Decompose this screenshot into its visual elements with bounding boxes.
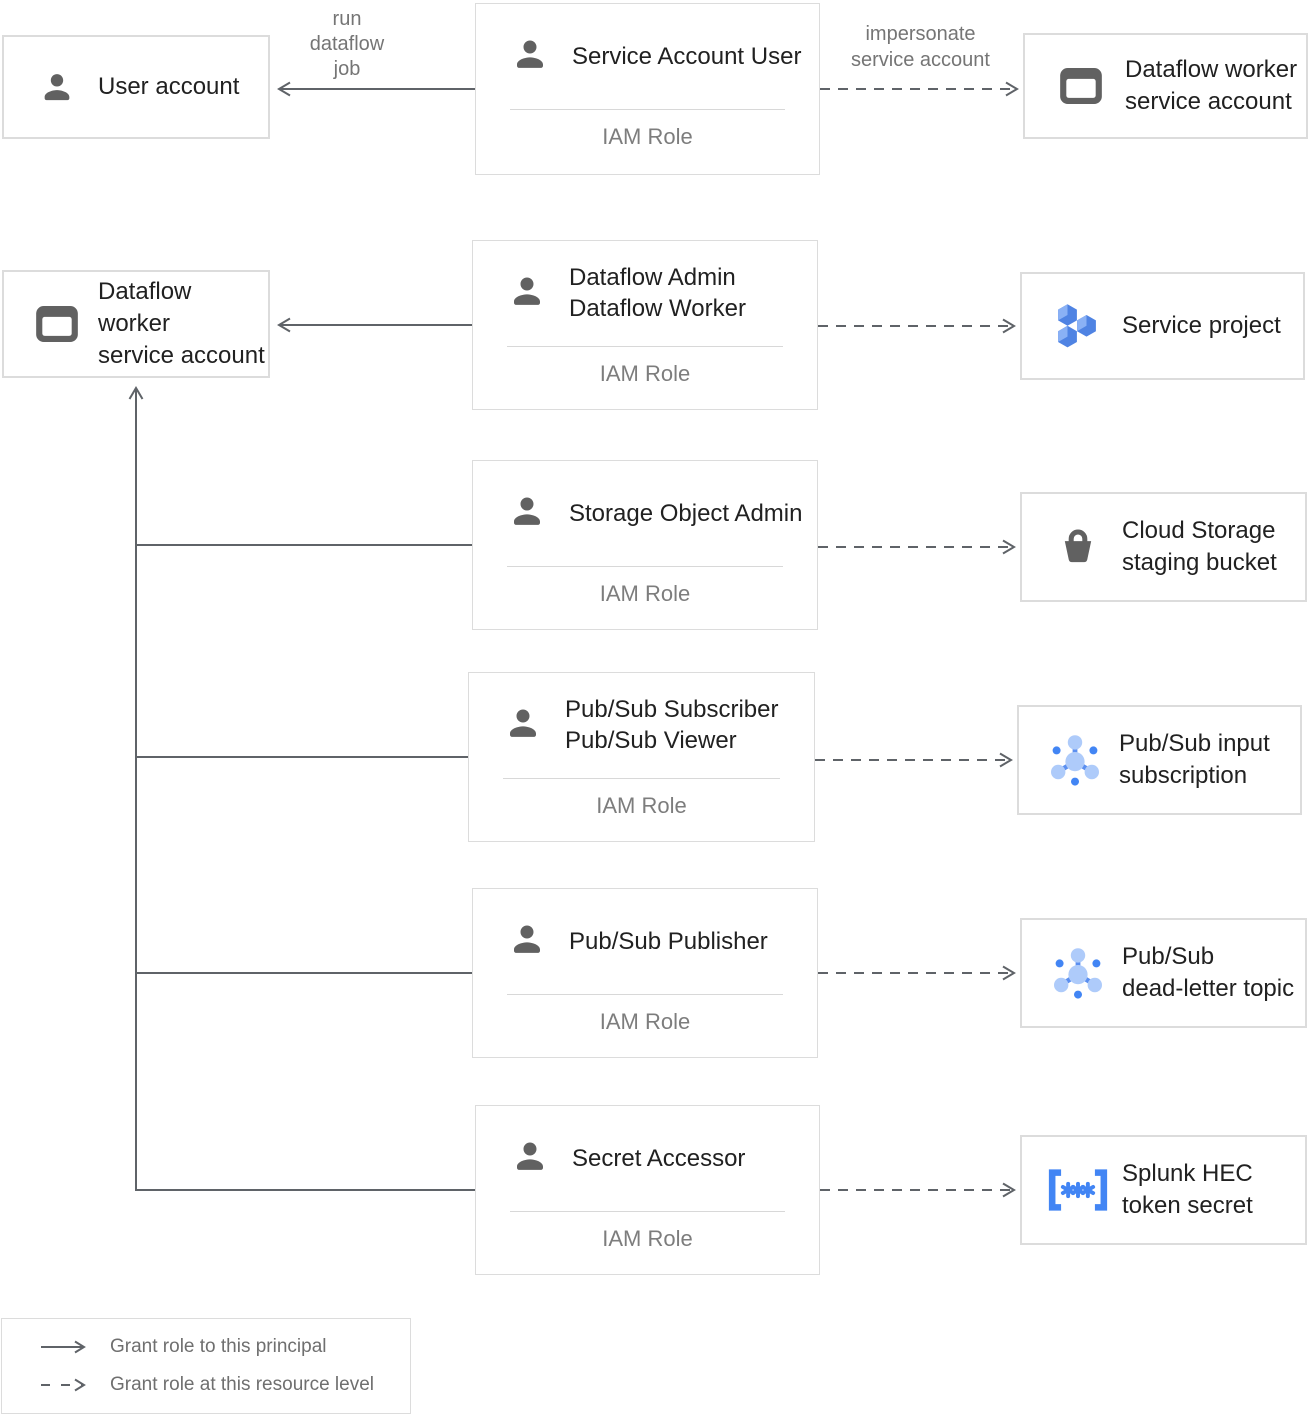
- dataflow-worker-sa-principal-label: Dataflow worker service account: [98, 278, 265, 369]
- pubsub-input-subscription-box: Pub/Sub input subscription: [1017, 705, 1302, 815]
- legend-item-dashed: Grant role at this resource level: [40, 1374, 410, 1396]
- resource-label: Pub/Sub dead-letter topic: [1122, 943, 1295, 1002]
- solid-arrow-icon: [41, 1340, 86, 1354]
- resource-label: Dataflow worker service account: [1125, 56, 1298, 115]
- role-title: Storage Object Admin: [569, 499, 803, 527]
- project-hexagons-icon: [1046, 303, 1110, 349]
- iam-role-label: IAM Role: [602, 124, 693, 149]
- role-title: Service Account User: [572, 42, 802, 70]
- person-icon: [28, 68, 86, 106]
- role-box-pubsub-subscriber-viewer: Pub/Sub Subscriber Pub/Sub Viewer IAM Ro…: [468, 672, 815, 842]
- person-icon: [507, 271, 547, 316]
- role-box-service-account-user: Service Account User IAM Role: [475, 3, 820, 175]
- user-account-label: User account: [98, 73, 240, 100]
- resource-label: Pub/Sub input subscription: [1119, 730, 1270, 789]
- dataflow-worker-sa-resource-box: Dataflow worker service account: [1023, 33, 1308, 139]
- service-account-icon: [1049, 68, 1113, 104]
- person-icon: [510, 34, 550, 79]
- splunk-hec-token-secret-box: Splunk HEC token secret: [1020, 1135, 1307, 1245]
- iam-role-label: IAM Role: [599, 361, 691, 386]
- legend: Grant role to this principal Grant role …: [1, 1318, 411, 1414]
- edge-trunk-to-worker-sa: [128, 386, 475, 1191]
- role-box-dataflow-admin-worker: Dataflow Admin Dataflow Worker IAM Role: [472, 240, 818, 410]
- pubsub-icon: [1046, 945, 1110, 1001]
- iam-role-label: IAM Role: [599, 1009, 691, 1034]
- role-box-pubsub-publisher: Pub/Sub Publisher IAM Role: [472, 888, 818, 1058]
- divider: [507, 346, 783, 347]
- legend-label-dashed: Grant role at this resource level: [110, 1374, 375, 1396]
- cloud-storage-bucket-box: Cloud Storage staging bucket: [1020, 492, 1307, 602]
- secret-icon: [1046, 1168, 1110, 1212]
- divider: [503, 778, 780, 779]
- resource-label: Cloud Storage staging bucket: [1122, 517, 1277, 576]
- service-project-box: Service project: [1020, 272, 1305, 380]
- user-account-box: User account: [2, 35, 270, 139]
- person-icon: [503, 703, 543, 748]
- role-title: Pub/Sub Subscriber Pub/Sub Viewer: [565, 696, 779, 754]
- edge-label-run-dataflow-job: run dataflow job: [309, 8, 385, 80]
- resource-label: Service project: [1122, 312, 1281, 339]
- divider: [507, 566, 783, 567]
- legend-label-solid: Grant role to this principal: [110, 1335, 327, 1357]
- role-title: Dataflow Admin Dataflow Worker: [569, 264, 746, 322]
- divider: [510, 109, 785, 110]
- role-title: Secret Accessor: [572, 1144, 746, 1172]
- pubsub-deadletter-topic-box: Pub/Sub dead-letter topic: [1020, 918, 1307, 1028]
- service-account-icon: [28, 306, 86, 342]
- dataflow-worker-sa-principal-box: Dataflow worker service account: [2, 270, 270, 378]
- divider: [510, 1211, 785, 1212]
- person-icon: [507, 491, 547, 536]
- dashed-arrow-icon: [41, 1378, 86, 1392]
- role-box-secret-accessor: Secret Accessor IAM Role: [475, 1105, 820, 1275]
- iam-role-label: IAM Role: [602, 1226, 693, 1251]
- resource-label: Splunk HEC token secret: [1122, 1160, 1253, 1219]
- edge-label-impersonate: impersonate service account: [851, 23, 990, 71]
- role-box-storage-object-admin: Storage Object Admin IAM Role: [472, 460, 818, 630]
- iam-role-label: IAM Role: [599, 581, 691, 606]
- person-icon: [510, 1136, 550, 1181]
- person-icon: [507, 919, 547, 964]
- role-title: Pub/Sub Publisher: [569, 927, 768, 955]
- legend-item-solid: Grant role to this principal: [40, 1336, 410, 1358]
- divider: [507, 994, 783, 995]
- iam-role-label: IAM Role: [596, 793, 687, 818]
- storage-bucket-icon: [1046, 527, 1110, 567]
- pubsub-icon: [1043, 732, 1107, 788]
